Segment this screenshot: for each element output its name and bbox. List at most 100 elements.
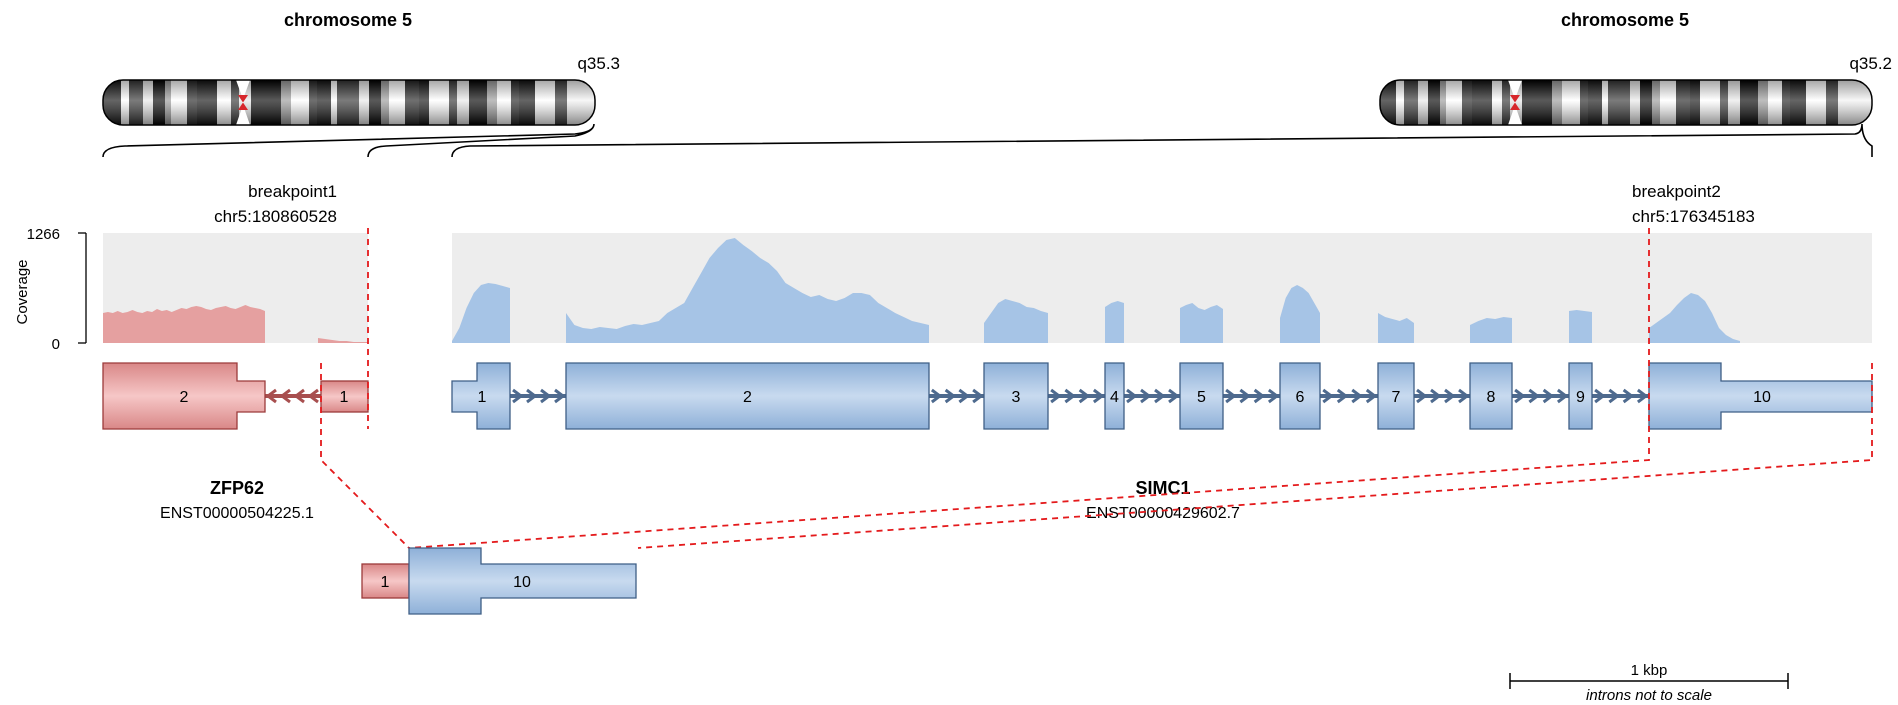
simc1-exon xyxy=(565,362,930,430)
left-gene-model: 2 1 xyxy=(102,362,369,430)
coverage-axis: 1266 0 Coverage xyxy=(14,226,87,353)
right-chromosome-title: chromosome 5 xyxy=(1561,10,1689,30)
intron-arrow xyxy=(512,388,524,404)
simc1-exon xyxy=(1104,362,1125,430)
simc1-exon-label: 2 xyxy=(743,389,752,406)
breakpoint1-position: chr5:180860528 xyxy=(214,207,337,226)
intron-arrow xyxy=(1336,388,1349,404)
intron-arrow xyxy=(526,388,538,404)
simc1-exon xyxy=(451,362,511,430)
breakpoint1-label: breakpoint1 xyxy=(248,182,337,201)
right-chromosome-band: q35.2 xyxy=(1849,54,1892,73)
fusion-exon-10 xyxy=(408,547,637,615)
scale-bar-note: introns not to scale xyxy=(1586,687,1712,704)
left-introns xyxy=(265,388,321,404)
simc1-exon xyxy=(1568,362,1593,430)
simc1-exon-label: 3 xyxy=(1012,389,1021,406)
intron-arrow xyxy=(1636,388,1649,404)
intron-arrow xyxy=(1608,388,1620,404)
intron-arrow xyxy=(1253,388,1266,404)
intron-arrow xyxy=(1594,388,1606,404)
intron-arrow xyxy=(1168,388,1180,404)
left-gene-name: ZFP62 xyxy=(210,478,264,498)
left-zoom-bracket xyxy=(102,123,595,158)
simc1-exon-label: 6 xyxy=(1296,389,1305,406)
intron-arrow xyxy=(1622,388,1635,404)
intron-arrow xyxy=(554,388,566,404)
intron-arrow xyxy=(1092,388,1105,404)
left-chromosome-ideogram xyxy=(102,79,596,126)
intron-arrow xyxy=(1078,388,1091,404)
intron-arrow xyxy=(1225,388,1237,404)
intron-arrow xyxy=(944,388,957,404)
intron-arrow xyxy=(1126,388,1138,404)
intron-arrow xyxy=(1322,388,1334,404)
intron-arrow xyxy=(307,388,319,404)
simc1-exon xyxy=(1469,362,1513,430)
intron-arrow xyxy=(1064,388,1076,404)
simc1-exon-label: 9 xyxy=(1576,389,1585,406)
zfp62-exon-2-label: 2 xyxy=(180,389,189,406)
intron-arrow xyxy=(1351,388,1363,404)
breakpoint2-position: chr5:176345183 xyxy=(1632,207,1755,226)
breakpoint2-label: breakpoint2 xyxy=(1632,182,1721,201)
fusion-transcript: 1 10 xyxy=(361,547,637,615)
intron-arrow xyxy=(1430,388,1442,404)
intron-arrow xyxy=(972,388,984,404)
fusion-exon-1 xyxy=(361,563,410,599)
intron-arrow xyxy=(1556,388,1569,404)
right-introns xyxy=(510,388,1649,404)
simc1-exon xyxy=(1279,362,1321,430)
intron-arrow xyxy=(1528,388,1540,404)
right-chromosome-ideogram xyxy=(1379,79,1873,126)
simc1-exon-label: 1 xyxy=(478,389,487,406)
right-gene-model: 1 2 3 4 5 6 7 8 9 10 xyxy=(451,362,1873,430)
zoom-connectors xyxy=(102,123,1873,158)
coverage-max-tick: 1266 xyxy=(27,226,60,243)
simc1-exon-label: 5 xyxy=(1197,389,1206,406)
intron-arrow xyxy=(1416,388,1428,404)
fusion-exon-1-label: 1 xyxy=(381,574,390,591)
breakpoint-lines xyxy=(320,228,1873,549)
intron-arrow xyxy=(1267,388,1280,404)
intron-arrow xyxy=(1458,388,1470,404)
simc1-exon xyxy=(1377,362,1415,430)
zfp62-exon-1-label: 1 xyxy=(340,389,349,406)
intron-arrow xyxy=(1514,388,1526,404)
left-chromosome-title: chromosome 5 xyxy=(284,10,412,30)
right-coverage-track xyxy=(452,238,1740,343)
right-zoom-bracket xyxy=(451,123,1873,158)
right-transcript-id: ENST00000429602.7 xyxy=(1086,505,1240,522)
intron-arrow xyxy=(293,388,305,404)
simc1-exon xyxy=(983,362,1049,430)
intron-arrow xyxy=(265,388,277,404)
intron-arrow xyxy=(930,388,943,404)
left-coverage-track xyxy=(103,305,368,343)
simc1-exon-label: 7 xyxy=(1392,389,1401,406)
fusion-exon-10-label: 10 xyxy=(513,574,531,591)
left-chromosome-band: q35.3 xyxy=(577,54,620,73)
coverage-min-tick: 0 xyxy=(52,336,60,353)
intron-arrow xyxy=(279,388,291,404)
breakpoint2-line xyxy=(408,228,1650,549)
intron-arrow xyxy=(1050,388,1062,404)
simc1-exon-label: 10 xyxy=(1753,389,1771,406)
intron-arrow xyxy=(1365,388,1378,404)
intron-arrow xyxy=(1154,388,1166,404)
scale-bar-label: 1 kbp xyxy=(1631,662,1668,679)
intron-arrow xyxy=(958,388,970,404)
left-transcript-id: ENST00000504225.1 xyxy=(160,505,314,522)
intron-arrow xyxy=(1239,388,1251,404)
simc1-exon-label: 8 xyxy=(1487,389,1496,406)
simc1-exon-label: 4 xyxy=(1110,389,1119,406)
coverage-axis-label: Coverage xyxy=(14,259,31,324)
intron-arrow xyxy=(1140,388,1152,404)
breakpoint1-drop xyxy=(320,363,410,549)
scale-bar: 1 kbp introns not to scale xyxy=(1509,662,1789,704)
intron-arrow xyxy=(1542,388,1555,404)
zfp62-exon-2 xyxy=(102,362,266,430)
simc1-exon xyxy=(1179,362,1224,430)
intron-arrow xyxy=(540,388,552,404)
intron-arrow xyxy=(1444,388,1456,404)
